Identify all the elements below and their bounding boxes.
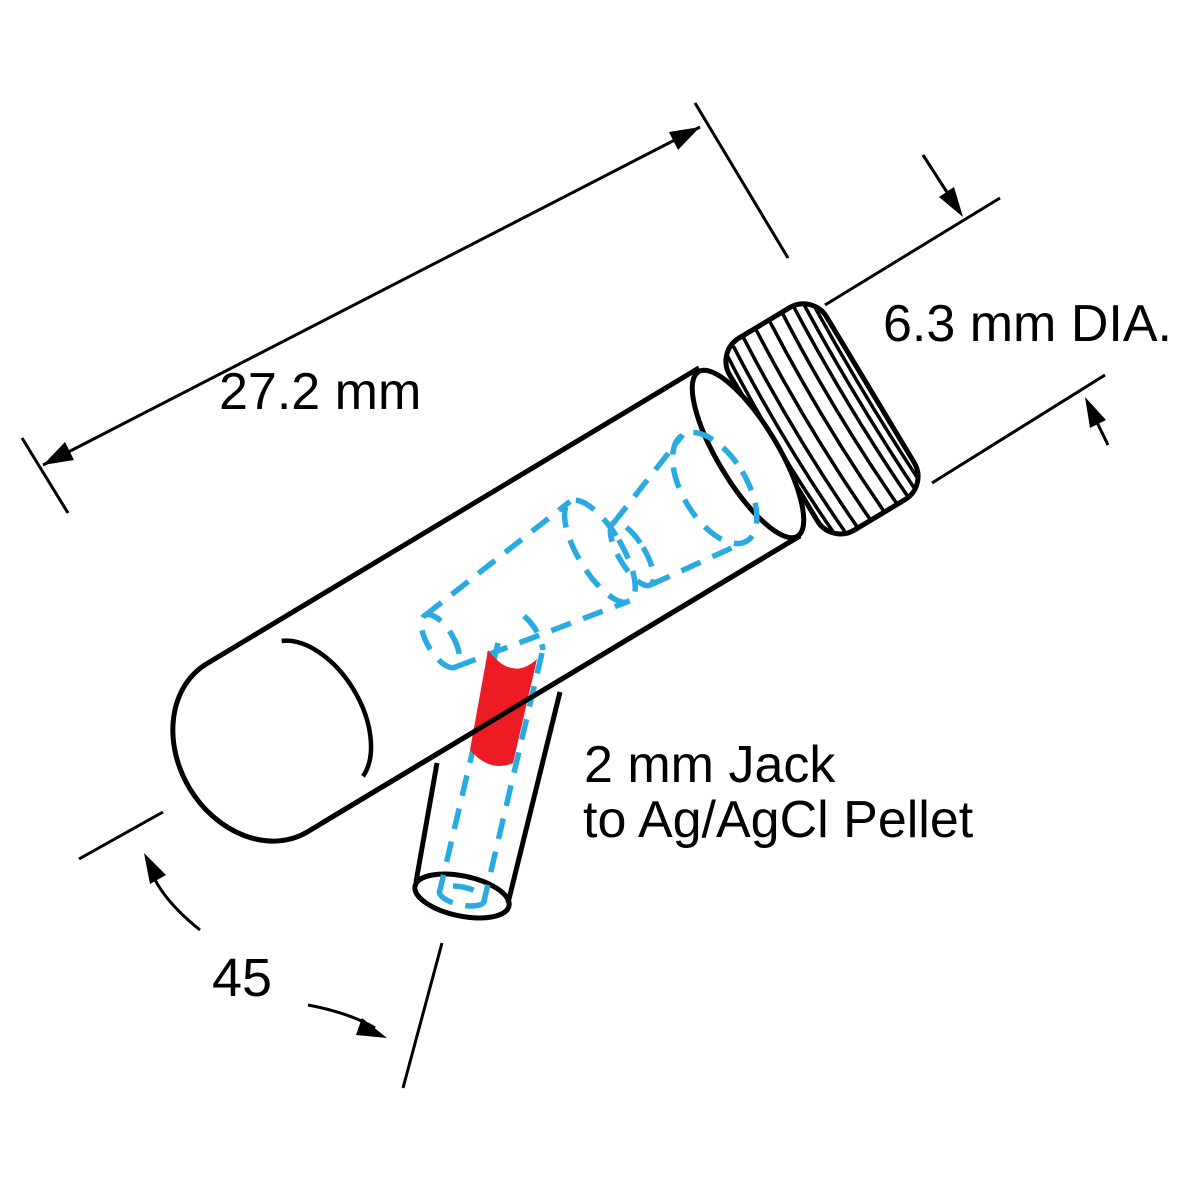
witness-line	[20, 437, 70, 514]
length-dimension-label: 27.2 mm	[219, 363, 421, 421]
angle-leg-tube-axis	[401, 942, 444, 1089]
knurl-line	[802, 303, 917, 491]
dimension-27-2mm: 27.2 mm	[20, 102, 790, 514]
knurl-line	[812, 304, 921, 481]
angle-value-label: 45	[212, 948, 272, 1008]
arrow-head-icon	[144, 853, 166, 884]
knurl-line	[767, 320, 886, 513]
bore-upper-wall-2	[611, 433, 685, 525]
knurled-cap	[723, 301, 921, 537]
witness-line	[693, 102, 790, 259]
angle-45-annotation: 45	[78, 810, 444, 1089]
arrow-head-icon	[1085, 397, 1106, 428]
knurl-line	[741, 336, 859, 528]
jack-highlight	[470, 650, 537, 767]
dimension-6-3mm: 6.3 mm DIA.	[824, 154, 1172, 485]
jack-label: 2 mm Jack to Ag/AgCl Pellet	[583, 736, 974, 849]
jack-label-line1: 2 mm Jack	[584, 736, 836, 794]
diameter-dimension-label: 6.3 mm DIA.	[883, 295, 1172, 353]
arrow-head-icon	[669, 127, 700, 150]
angle-leg-body-axis	[78, 810, 164, 861]
arrow-head-icon	[939, 187, 963, 217]
tube-bore-junction-arc	[522, 613, 546, 651]
tube-fill	[415, 692, 560, 916]
witness-line	[931, 373, 1106, 485]
tube-right-edge	[505, 691, 563, 904]
bore-lower-wall-2	[649, 538, 748, 588]
knurl-line	[754, 328, 872, 521]
bore-cap-end-ellipse	[669, 429, 760, 547]
arrow-head-icon	[43, 442, 74, 465]
witness-line	[824, 196, 1001, 307]
knurl-line	[731, 345, 847, 533]
knurl-line	[780, 312, 899, 505]
tube-bore-end-ellipse	[436, 883, 488, 909]
knurl-line	[792, 306, 909, 497]
body-end-rim-arc	[281, 638, 374, 778]
bore-upper-wall	[423, 499, 572, 618]
jack-label-line2: to Ag/AgCl Pellet	[583, 791, 974, 849]
bore-lower-wall	[454, 598, 631, 670]
dimension-line	[42, 125, 701, 467]
tube-left-edge	[413, 762, 440, 883]
body-lower-silhouette-overlay	[320, 534, 800, 826]
arrow-head-icon	[356, 1018, 387, 1038]
